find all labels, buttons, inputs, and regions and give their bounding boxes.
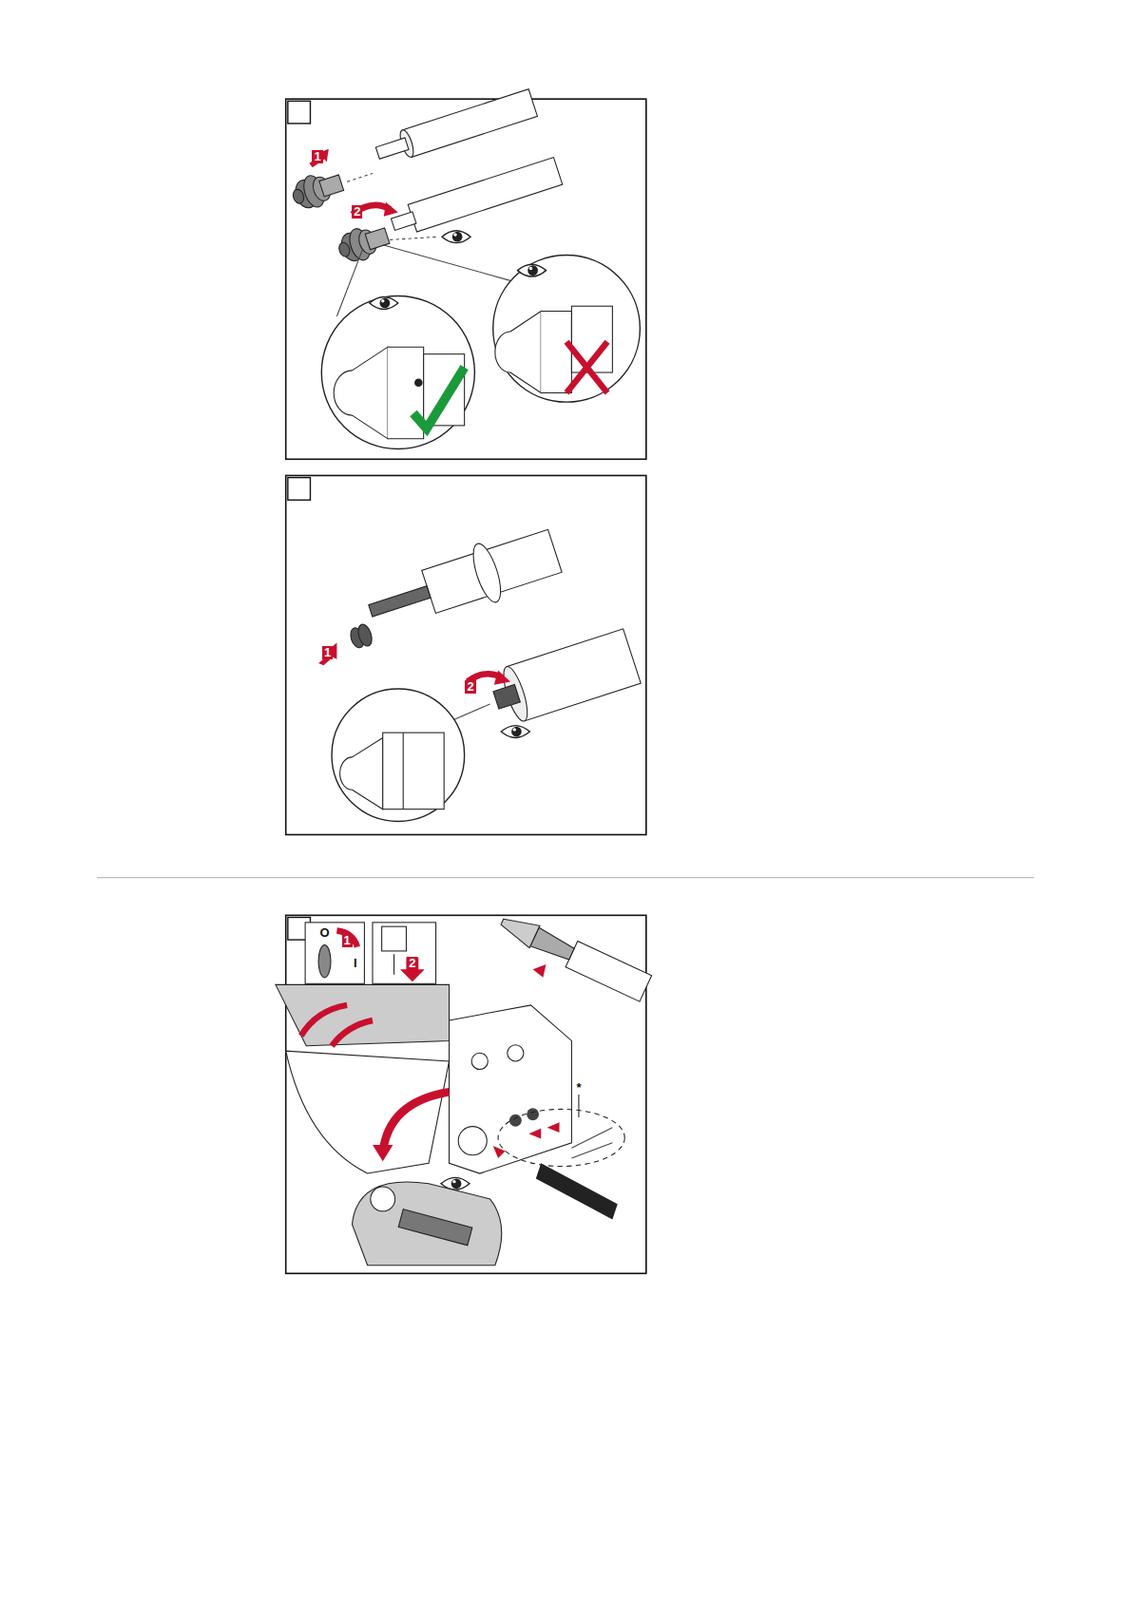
arrow-step-number: 2: [351, 205, 363, 219]
arrow-step-number: 1: [342, 934, 353, 948]
callout-asterisk: *: [574, 1081, 583, 1095]
arrow-step-number: 1: [311, 150, 323, 164]
switch-on-symbol: I: [351, 957, 360, 971]
panel-2: [286, 475, 647, 835]
switch-off-symbol: O: [317, 926, 331, 941]
arrow-step-number: 2: [464, 680, 476, 694]
panel-1: [286, 89, 647, 461]
panel-3: [275, 908, 653, 1274]
arrow-step-number: 1: [322, 646, 333, 660]
arrow-step-number: 2: [406, 957, 418, 971]
